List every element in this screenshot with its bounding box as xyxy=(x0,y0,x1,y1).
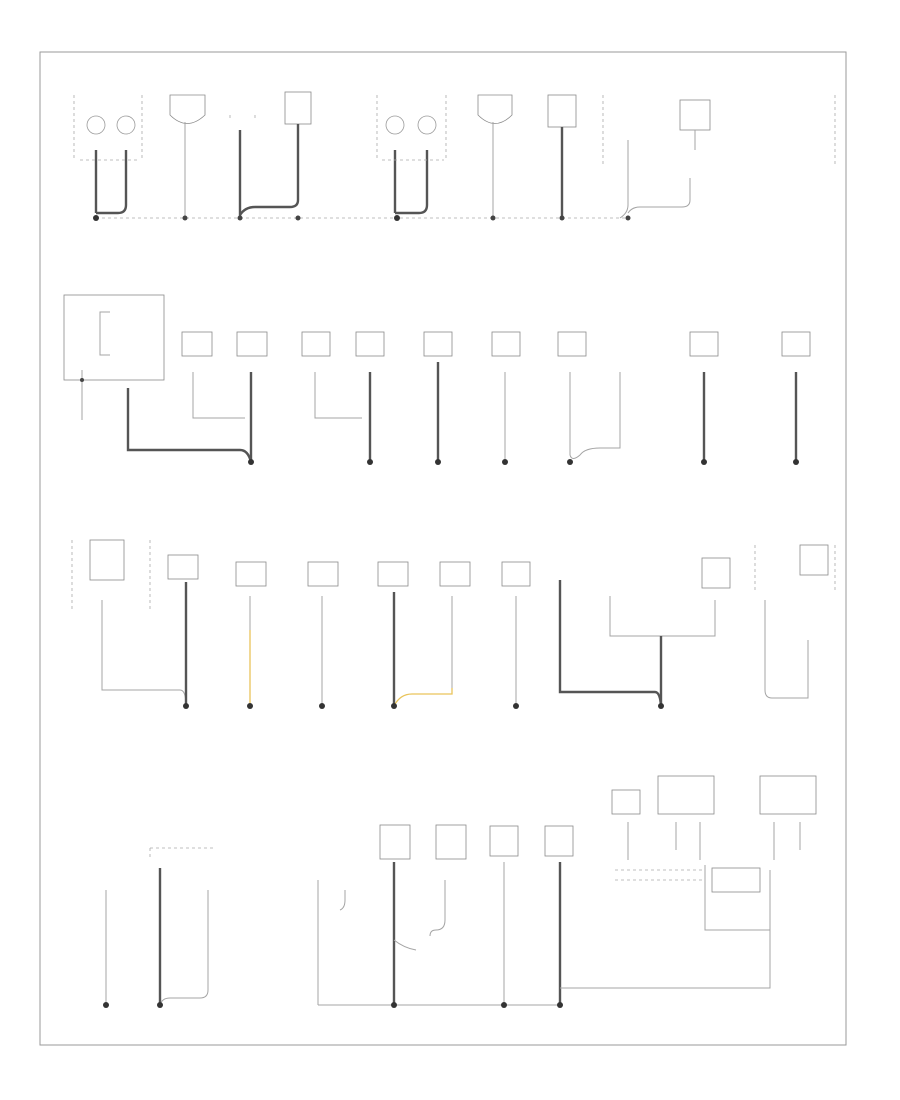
component-28 xyxy=(105,847,216,1006)
component-14 xyxy=(423,331,453,462)
row-1-circuits xyxy=(73,91,836,221)
ground-point-g18 xyxy=(391,1002,397,1008)
ground-point-g19 xyxy=(501,1002,507,1008)
wire-run-1 xyxy=(126,388,253,463)
component-33 xyxy=(544,825,574,1005)
component-21 xyxy=(235,561,267,706)
component-6 xyxy=(477,94,513,218)
component-27 xyxy=(754,544,836,699)
ground-point-g17 xyxy=(157,1002,163,1008)
ground-point-g2 xyxy=(394,215,400,221)
component-24 xyxy=(439,561,471,587)
component-5 xyxy=(376,95,447,215)
component-17 xyxy=(689,331,719,462)
node-6 xyxy=(625,215,631,221)
ground-point-g6 xyxy=(502,459,508,465)
component-13 xyxy=(355,331,385,462)
component-20 xyxy=(167,554,199,706)
component-32 xyxy=(489,825,519,1005)
diagram-border xyxy=(39,51,847,1046)
component-2 xyxy=(169,94,206,218)
ground-point-g14 xyxy=(513,703,519,709)
component-15 xyxy=(491,331,521,462)
component-31 xyxy=(393,824,467,951)
node-3 xyxy=(295,215,301,221)
ground-point-g10 xyxy=(183,703,189,709)
component-19 xyxy=(71,539,187,707)
row-3-circuits xyxy=(71,539,836,709)
component-34 xyxy=(560,775,817,989)
ground-point-g16 xyxy=(103,1002,109,1008)
ground-point-g5 xyxy=(435,459,441,465)
ground-point-g3 xyxy=(248,459,254,465)
ground-point-g8 xyxy=(701,459,707,465)
ground-point-g12 xyxy=(319,703,325,709)
row-4-circuits xyxy=(103,775,817,1008)
component-30 xyxy=(379,824,411,1005)
component-7 xyxy=(547,94,577,218)
ground-point-g4 xyxy=(367,459,373,465)
component-1 xyxy=(73,95,143,215)
ground-point-g7 xyxy=(567,459,573,465)
component-8 xyxy=(602,95,836,219)
node-1 xyxy=(182,215,188,221)
component-16 xyxy=(557,331,621,459)
node-5 xyxy=(559,215,565,221)
component-9 xyxy=(63,294,165,420)
ground-point-g9 xyxy=(793,459,799,465)
node-4 xyxy=(490,215,496,221)
component-4 xyxy=(238,91,312,216)
ground-point-g20 xyxy=(557,1002,563,1008)
component-10 xyxy=(181,331,245,419)
ground-point-g1 xyxy=(93,215,99,221)
component-18 xyxy=(781,331,811,462)
component-11 xyxy=(236,331,268,462)
component-26 xyxy=(558,557,731,707)
component-25 xyxy=(501,561,531,706)
component-3 xyxy=(229,115,256,218)
component-12 xyxy=(301,331,362,419)
ground-point-g15 xyxy=(658,703,664,709)
node-2 xyxy=(237,215,243,221)
component-23 xyxy=(377,561,453,707)
component-29 xyxy=(317,880,346,1005)
ground-point-g11 xyxy=(247,703,253,709)
component-22 xyxy=(307,561,339,706)
row-2-circuits xyxy=(63,294,811,465)
ground-point-g13 xyxy=(391,703,397,709)
